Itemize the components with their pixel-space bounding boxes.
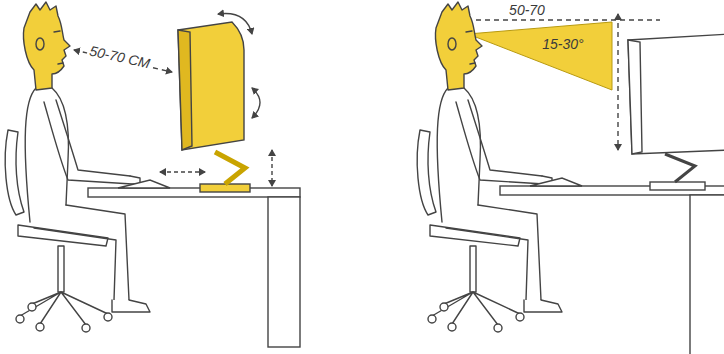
sight-lines-part xyxy=(476,19,660,20)
dimension-label: 50-70 xyxy=(507,2,547,18)
dimension-label: 50-70 CM xyxy=(86,42,153,72)
monitor-part xyxy=(178,22,244,150)
sight-lines-part xyxy=(617,14,618,150)
desk-part xyxy=(530,178,582,186)
desk-part xyxy=(118,180,170,188)
adjust-arrows-part xyxy=(218,13,252,34)
sight-lines xyxy=(476,14,660,150)
monitor-part xyxy=(215,152,245,184)
monitor-part xyxy=(178,30,192,150)
adjust-arrows-part xyxy=(271,150,272,186)
monitor-part xyxy=(650,182,705,190)
monitor-part xyxy=(665,154,695,182)
adjust-arrows-part xyxy=(252,88,260,118)
monitor-part xyxy=(628,40,642,154)
desk xyxy=(88,180,300,347)
desk-part xyxy=(268,197,300,347)
dimension-label: 15-30° xyxy=(540,36,585,52)
monitor xyxy=(628,34,724,190)
monitor-part xyxy=(628,34,724,154)
adjust-arrows-part xyxy=(160,171,205,172)
monitor-part xyxy=(200,184,250,192)
desk-part xyxy=(690,195,724,354)
desk-part xyxy=(88,188,300,197)
seated-person xyxy=(417,2,562,332)
adjust-arrows xyxy=(74,13,272,186)
monitor xyxy=(178,22,250,192)
sight-wedge xyxy=(468,22,612,90)
desk xyxy=(500,178,724,354)
